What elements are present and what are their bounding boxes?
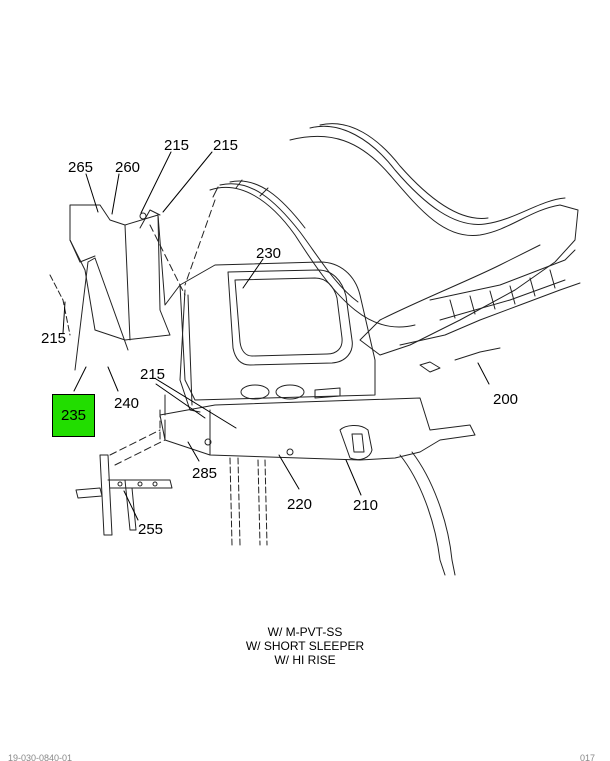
callout-200: 200 bbox=[493, 391, 519, 408]
note-line-2: W/ SHORT SLEEPER bbox=[245, 639, 365, 653]
leader-lines bbox=[62, 151, 490, 521]
callout-210: 210 bbox=[353, 497, 379, 514]
lower-trim-panel bbox=[159, 397, 476, 576]
bracket-part bbox=[75, 454, 173, 536]
callout-220: 220 bbox=[287, 496, 313, 513]
callout-240: 240 bbox=[114, 395, 140, 412]
callout-265: 265 bbox=[68, 159, 94, 176]
callout-255: 255 bbox=[138, 521, 164, 538]
note-line-3: W/ HI RISE bbox=[274, 653, 336, 667]
rear-wall-panel bbox=[179, 261, 376, 413]
phantom-lines bbox=[109, 199, 216, 466]
callout-215-top-left: 215 bbox=[164, 137, 190, 154]
footer-drawing-number: 19-030-0840-01 bbox=[8, 753, 73, 761]
callout-215-top-right: 215 bbox=[213, 137, 239, 154]
callout-235-highlighted[interactable]: 235 bbox=[52, 394, 95, 437]
footer-page-code: 017 bbox=[580, 753, 596, 761]
callout-285: 285 bbox=[192, 465, 218, 482]
callout-230: 230 bbox=[256, 245, 282, 262]
callout-215-left: 215 bbox=[41, 330, 67, 347]
roof-headliner-part bbox=[209, 123, 581, 373]
callout-260: 260 bbox=[115, 159, 141, 176]
note-line-1: W/ M-PVT-SS bbox=[267, 625, 343, 639]
callout-215-middle: 215 bbox=[140, 366, 166, 383]
